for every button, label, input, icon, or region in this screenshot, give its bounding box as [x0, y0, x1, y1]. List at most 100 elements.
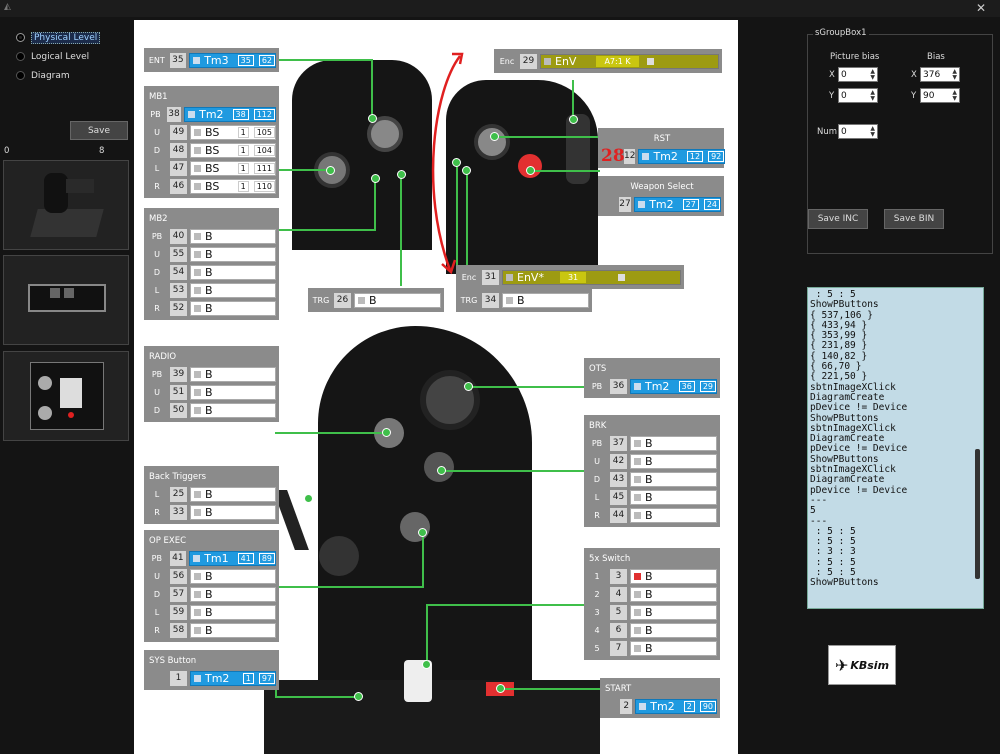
spinner-arrows-icon[interactable]: ▲▼	[870, 124, 875, 138]
pic-y-spinner[interactable]: 0▲▼	[838, 88, 878, 103]
brk-mapping[interactable]: B	[630, 489, 717, 505]
sw5-mapping[interactable]: B	[630, 586, 717, 602]
button-number: 27	[618, 196, 632, 212]
mapping-chip: 110	[253, 180, 275, 192]
mapping-value: B	[205, 301, 213, 315]
device-thumb-panel[interactable]	[3, 255, 129, 345]
button-number: 6	[610, 622, 627, 638]
mapping-value: B	[205, 283, 213, 297]
spinner-arrows-icon[interactable]: ▲▼	[870, 88, 875, 102]
sw5-mapping[interactable]: B	[630, 604, 717, 620]
bias-x-spinner[interactable]: 376▲▼	[920, 67, 960, 82]
radio-mapping[interactable]: B	[190, 384, 276, 400]
brk-mapping[interactable]: B	[630, 453, 717, 469]
device-thumb-throttle[interactable]	[3, 160, 129, 250]
sw5-mapping[interactable]: B	[630, 640, 717, 656]
mapping-value: B	[205, 623, 213, 637]
button-number: 1	[170, 670, 187, 686]
group-title: Weapon Select	[630, 182, 694, 192]
radio-logical-level[interactable]: Logical Level	[16, 50, 100, 63]
mapping-value: B	[205, 367, 213, 381]
close-icon[interactable]: ✕	[975, 1, 986, 15]
mb2-mapping[interactable]: B	[190, 264, 276, 280]
radio-mapping[interactable]: B	[190, 366, 276, 382]
save-inc-button[interactable]: Save INC	[808, 209, 868, 229]
sw5-mapping[interactable]: B	[630, 622, 717, 638]
mb2-mapping[interactable]: B	[190, 300, 276, 316]
opexec-mapping[interactable]: B	[190, 622, 276, 638]
brk-mapping[interactable]: B	[630, 471, 717, 487]
mapping-chip: 1	[237, 126, 249, 138]
save-bin-button[interactable]: Save BIN	[884, 209, 944, 229]
row-label: PB	[151, 369, 163, 379]
button-number: 44	[610, 507, 627, 523]
trg-left-mapping[interactable]: B	[354, 292, 441, 308]
log-textarea[interactable]: : 5 : 5 ShowPButtons { 537,106 } { 433,9…	[807, 287, 984, 609]
radio-diagram[interactable]: Diagram	[16, 69, 100, 82]
scrollbar-thumb[interactable]	[975, 449, 980, 579]
properties-groupbox	[807, 34, 993, 254]
trg-right-mapping[interactable]: B	[502, 292, 589, 308]
log-scrollbar[interactable]	[974, 289, 982, 607]
enc-wheel-icon	[566, 114, 590, 184]
back-mapping[interactable]: B	[190, 504, 276, 520]
mapping-value: EnV*	[517, 270, 544, 284]
mb2-mapping[interactable]: B	[190, 228, 276, 244]
spinner-arrows-icon[interactable]: ▲▼	[952, 67, 957, 81]
sw5-mapping[interactable]: B	[630, 568, 717, 584]
button-number: 56	[170, 568, 187, 584]
back-mapping[interactable]: B	[190, 486, 276, 502]
num-spinner[interactable]: 0▲▼	[838, 124, 878, 139]
radio-physical-level[interactable]: Physical Level	[16, 31, 101, 44]
radio-mapping[interactable]: B	[190, 402, 276, 418]
mapping-chip: 105	[253, 126, 275, 138]
row-label: U	[154, 127, 160, 137]
mb2-mapping[interactable]: B	[190, 282, 276, 298]
opexec-mapping[interactable]: B	[190, 586, 276, 602]
device-thumb-control[interactable]	[3, 351, 129, 441]
brk-mapping[interactable]: B	[630, 435, 717, 451]
brk-mapping[interactable]: B	[630, 507, 717, 523]
logo-bird-icon: ✈	[834, 655, 849, 675]
bias-y-spinner[interactable]: 90▲▼	[920, 88, 960, 103]
mapping-chip: 112	[253, 108, 275, 120]
mapping-chip: 27	[682, 198, 699, 210]
mapping-value: B	[645, 587, 653, 601]
spinner-arrows-icon[interactable]: ▲▼	[952, 88, 957, 102]
opexec-mapping[interactable]: B	[190, 568, 276, 584]
mapping-value: BS	[205, 143, 220, 157]
spinner-arrows-icon[interactable]: ▲▼	[870, 67, 875, 81]
enc-bottom-mapping[interactable]: EnV*31	[502, 269, 681, 285]
mb2-mapping[interactable]: B	[190, 246, 276, 262]
title-bar: ◭ ✕	[0, 0, 1000, 17]
opexec-mapping[interactable]: B	[190, 604, 276, 620]
group-title: SYS Button	[149, 656, 197, 666]
save-button[interactable]: Save	[70, 121, 128, 140]
row-label: D	[153, 145, 161, 155]
pic-x-spinner[interactable]: 0▲▼	[838, 67, 878, 82]
